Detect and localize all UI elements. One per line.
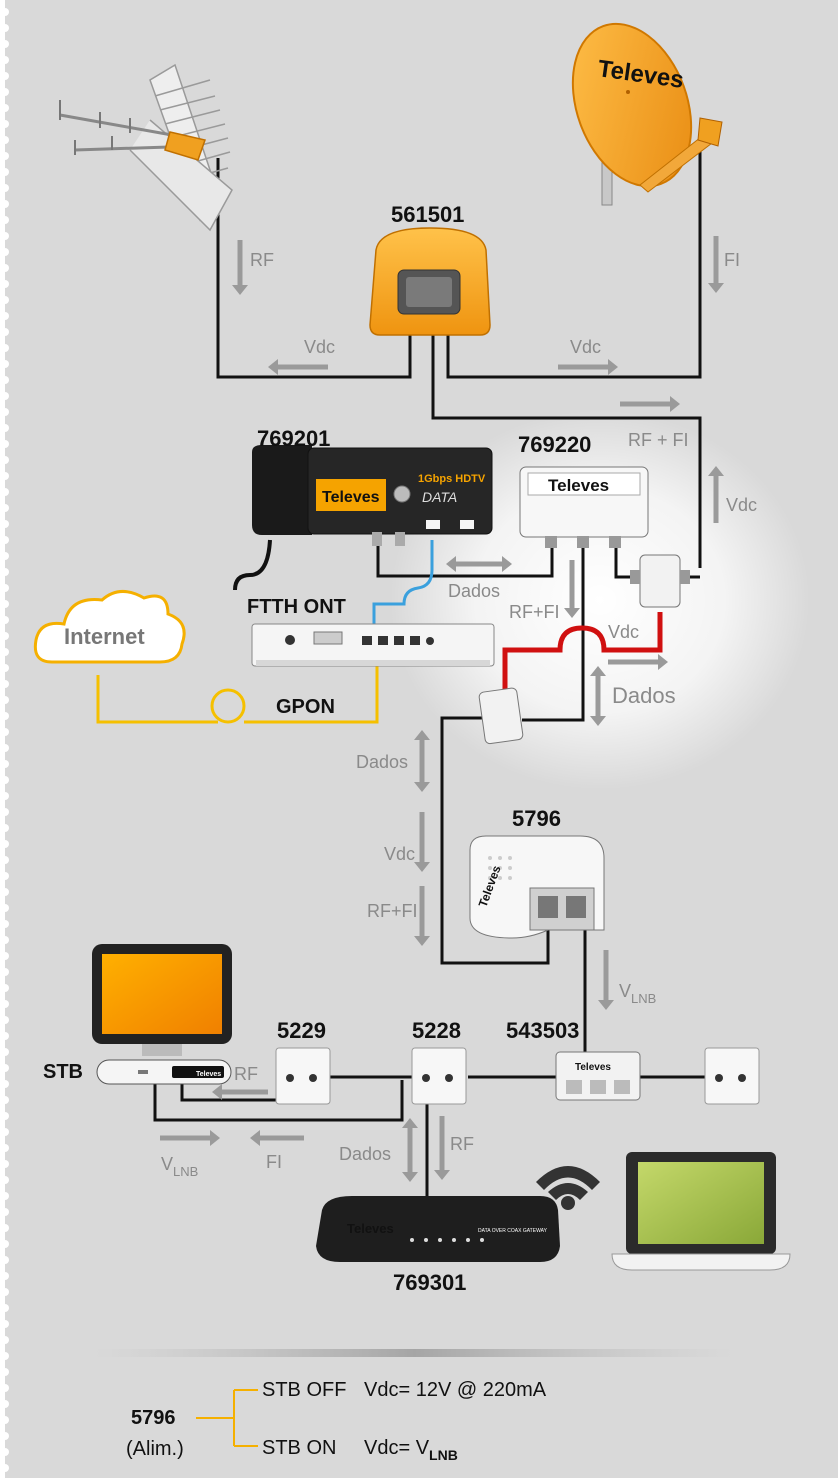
signal-vdc-left-lower: Vdc	[384, 844, 415, 864]
arrow-vdc-right	[558, 359, 618, 375]
laptop	[611, 1152, 791, 1271]
fiber-cable-ont	[244, 660, 379, 724]
coax-cables	[153, 150, 705, 1198]
legend: 5796 (Alim.) STB OFF Vdc= 12V @ 220mA ST…	[126, 1379, 547, 1463]
signal-vlnb-stb: VLNB	[161, 1154, 198, 1179]
stb-label: STB	[43, 1061, 83, 1083]
gateway-pon-logo: DATA	[422, 489, 457, 505]
dc-power-cable	[502, 612, 663, 712]
arrow-rf-down-gateway	[434, 1116, 450, 1180]
signal-vdc-left: Vdc	[304, 337, 335, 357]
coax-gateway-code: 769301	[393, 1270, 466, 1295]
signal-dados-left: Dados	[356, 752, 408, 772]
diplexer-code: 769220	[518, 432, 591, 457]
legend-code: 5796	[131, 1407, 176, 1429]
lnb-power-code: 561501	[391, 202, 464, 227]
fiber-loop	[210, 688, 246, 724]
internet-label: Internet	[64, 624, 145, 649]
signal-rf-gateway: RF	[450, 1134, 474, 1154]
signal-vdc-vertical: Vdc	[726, 495, 757, 515]
internet-cloud: Internet	[33, 590, 186, 664]
arrow-fi-left	[250, 1130, 304, 1146]
legend-code-note: (Alim.)	[126, 1438, 184, 1460]
lnb-power-inserter	[369, 227, 491, 336]
legend-row2-state: STB ON	[262, 1437, 336, 1459]
power-cord	[233, 539, 272, 591]
signal-fi-dish: FI	[724, 250, 740, 270]
outlet-5228-code: 5228	[412, 1018, 461, 1043]
signal-arrows	[160, 236, 724, 1182]
gpon-label: GPON	[276, 696, 335, 718]
diplexer-device: Televes	[519, 466, 649, 548]
diplexer-brand: Televes	[548, 476, 609, 495]
ethernet-cable	[372, 540, 434, 650]
arrow-vlnb-right	[160, 1130, 220, 1146]
splitter-code: 543503	[506, 1018, 579, 1043]
outlet-far-right	[704, 1047, 760, 1105]
satellite-dish: Televes	[571, 22, 723, 206]
torn-edge-decoration	[0, 0, 9, 1478]
coax-gateway-brand: Televes	[347, 1221, 394, 1236]
set-top-box: Televes	[96, 1059, 232, 1085]
outlet-5229-code: 5229	[277, 1018, 326, 1043]
splitter-device: Televes	[555, 1051, 641, 1101]
legend-separator	[94, 1349, 734, 1357]
signal-rf-antenna: RF	[250, 250, 274, 270]
gateway-pon-badge: 1Gbps HDTV	[418, 473, 486, 485]
stb-brand: Televes	[196, 1071, 221, 1078]
signal-vlnb-splitter: VLNB	[619, 981, 656, 1006]
signal-rf-stb: RF	[234, 1064, 258, 1084]
arrow-rf-left	[212, 1084, 268, 1100]
signal-fi-stb: FI	[266, 1152, 282, 1172]
arrow-dados-horizontal	[446, 556, 512, 572]
legend-row1-state: STB OFF	[262, 1379, 346, 1401]
coax-gateway-device: Televes DATA OVER COAX GATEWAY	[316, 1196, 560, 1262]
legend-bracket	[196, 1389, 258, 1447]
ftth-ont-label: FTTH ONT	[247, 596, 346, 618]
arrow-dados-left-vertical	[414, 730, 430, 792]
arrow-rf-fi-down	[564, 560, 580, 618]
arrow-vdc-up	[708, 466, 724, 523]
signal-vdc-red: Vdc	[608, 622, 639, 642]
arrow-fi-down	[708, 236, 724, 293]
outlet-5229	[275, 1047, 331, 1105]
signal-dados-top: Dados	[448, 581, 500, 601]
arrow-dados-vertical	[402, 1118, 418, 1182]
signal-rf-fi-spaced: RF + FI	[628, 430, 689, 450]
signal-vdc-right: Vdc	[570, 337, 601, 357]
gateway-pon-brand: Televes	[322, 489, 380, 506]
arrow-rf-down	[232, 240, 248, 295]
fiber-cable	[96, 675, 218, 724]
arrow-vdc-red-right	[608, 654, 668, 670]
power-injector-left	[478, 687, 524, 745]
wifi-icon	[536, 1166, 600, 1210]
legend-row1-value: Vdc= 12V @ 220mA	[364, 1379, 547, 1401]
arrow-rf-fi-right	[620, 396, 680, 412]
terrestrial-antenna	[59, 63, 233, 232]
psu-code: 5796	[512, 806, 561, 831]
coax-gateway-caption: DATA OVER COAX GATEWAY	[478, 1228, 548, 1234]
signal-rf-fi-lower: RF+FI	[367, 901, 418, 921]
signal-dados-gateway: Dados	[339, 1144, 391, 1164]
outlet-5228	[411, 1047, 467, 1105]
arrow-dados-big-vertical	[590, 666, 606, 726]
arrow-rf-fi-down-lower	[414, 886, 430, 946]
ftth-ont-device	[251, 623, 495, 667]
signal-rf-fi-mid: RF+FI	[509, 602, 560, 622]
gateway-pon-code: 769201	[257, 426, 330, 451]
power-injector-right	[630, 554, 690, 608]
arrow-vdc-up-lower	[414, 812, 430, 872]
tv-monitor	[92, 944, 232, 1056]
power-supply-unit: Televes	[469, 835, 605, 939]
gateway-pon-device: Televes 1Gbps HDTV DATA	[252, 445, 493, 546]
splitter-brand: Televes	[575, 1062, 611, 1073]
legend-row2-value: Vdc= VLNB	[364, 1437, 458, 1463]
arrow-vdc-left	[268, 359, 328, 375]
arrow-vlnb-up	[598, 950, 614, 1010]
signal-dados-big: Dados	[612, 683, 676, 708]
